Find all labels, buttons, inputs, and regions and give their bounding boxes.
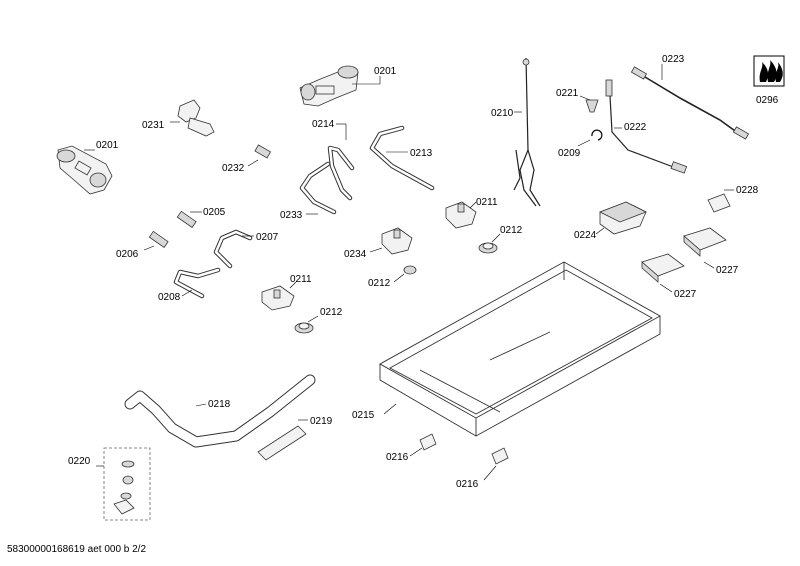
label-0206: 0206 (116, 249, 139, 260)
label-0201-top: 0201 (374, 66, 397, 77)
cap-0212-top (478, 233, 501, 254)
label-0213: 0213 (410, 148, 433, 159)
label-0212-middle: 0212 (368, 278, 391, 289)
flame-icon (753, 55, 785, 87)
label-0208: 0208 (158, 292, 181, 303)
cap-0212-middle (393, 265, 417, 283)
label-0205: 0205 (203, 207, 226, 218)
label-0223: 0223 (662, 54, 685, 65)
burner-0201-top (299, 65, 381, 107)
label-0211-right: 0211 (476, 197, 498, 208)
label-0219: 0219 (310, 416, 333, 427)
label-0231: 0231 (142, 120, 165, 131)
part-0232 (247, 144, 272, 167)
clip-0216-left (409, 433, 437, 457)
label-0233: 0233 (280, 210, 303, 221)
label-0214: 0214 (312, 119, 335, 130)
pipe-0218 (124, 374, 316, 448)
part-0209 (577, 129, 603, 147)
clip-0216-right (483, 447, 509, 481)
label-0228: 0228 (736, 185, 759, 196)
part-0223 (630, 64, 750, 140)
part-0210 (513, 57, 541, 207)
label-0296: 0296 (756, 95, 779, 106)
tray-0215 (379, 261, 661, 437)
label-0234: 0234 (344, 249, 367, 260)
label-0224: 0224 (574, 230, 597, 241)
label-0220: 0220 (68, 456, 91, 467)
label-0211-left: 0211 (290, 274, 312, 285)
bracket-0228 (707, 189, 734, 213)
valve-0211-right (445, 201, 477, 229)
label-0207: 0207 (256, 232, 279, 243)
plate-0227-left (641, 253, 685, 293)
module-0224 (595, 201, 647, 235)
part-0231 (170, 99, 215, 137)
label-0216-right: 0216 (456, 479, 479, 490)
label-0218: 0218 (208, 399, 231, 410)
document-code: 58300000168619 aet 000 b 2/2 (7, 544, 147, 555)
plate-0227-right (683, 227, 727, 269)
label-0221: 0221 (556, 88, 579, 99)
tube-0208 (173, 267, 221, 299)
label-0212-top: 0212 (500, 225, 523, 236)
valve-0234 (369, 227, 413, 255)
part-0221 (579, 95, 599, 113)
bracket-0219 (257, 419, 308, 461)
cap-0212-bottom (294, 315, 319, 334)
part-0222 (605, 79, 688, 174)
tube-0233 (299, 161, 337, 215)
valve-0211-left (261, 281, 297, 311)
part-0206 (143, 230, 169, 251)
burner-0201-left (56, 145, 113, 195)
label-0227-right: 0227 (716, 265, 739, 276)
label-0222: 0222 (624, 122, 647, 133)
tube-0207 (213, 229, 254, 269)
tube-0214 (327, 123, 355, 201)
label-0227-left: 0227 (674, 289, 697, 300)
label-0210: 0210 (491, 108, 514, 119)
tube-0213 (369, 125, 435, 191)
label-0212-bottom: 0212 (320, 307, 343, 318)
part-0205 (176, 210, 202, 228)
label-0201-left: 0201 (96, 140, 119, 151)
label-0215: 0215 (352, 410, 375, 421)
kit-0220 (96, 447, 151, 521)
label-0232: 0232 (222, 163, 245, 174)
label-0216-left: 0216 (386, 452, 409, 463)
label-0209: 0209 (558, 148, 581, 159)
